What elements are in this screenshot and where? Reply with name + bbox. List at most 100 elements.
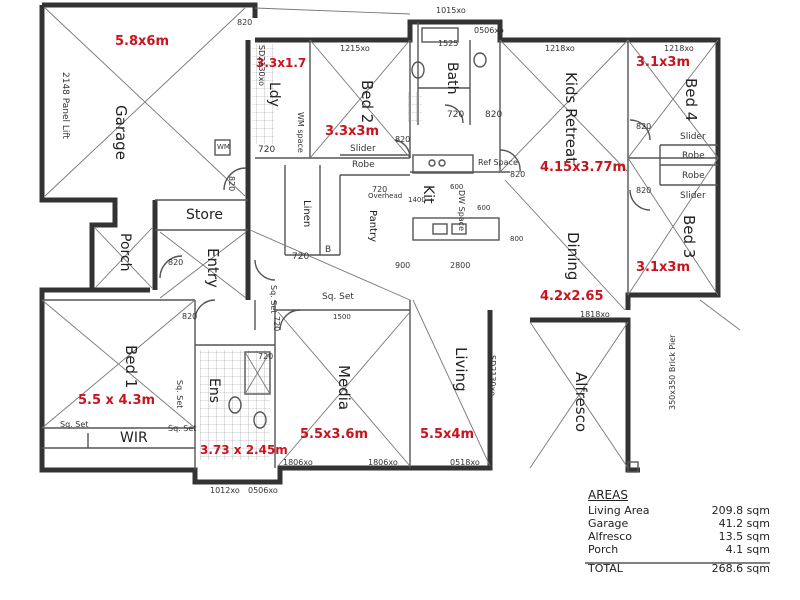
label-w-sd2130: SD2130xo bbox=[488, 355, 497, 396]
label-door-820-bed3: 820 bbox=[636, 186, 652, 195]
room-bath: Bath bbox=[444, 62, 460, 95]
area-label: Garage bbox=[588, 517, 629, 530]
label-w-0506b: 0506xo bbox=[474, 26, 504, 35]
room-bed2: Bed 2 bbox=[358, 80, 376, 124]
label-door-820-kids: 820 bbox=[485, 110, 503, 120]
sink-2 bbox=[451, 223, 467, 235]
label-door-820-garage-2: 820 bbox=[227, 176, 236, 192]
label-w-sd2130b: SD2130xo bbox=[257, 45, 266, 86]
fixtures bbox=[87, 27, 639, 473]
label-robe-bed4: Robe bbox=[682, 151, 705, 161]
room-ens: Ens bbox=[206, 378, 222, 404]
label-ref-space: Ref Space bbox=[478, 158, 518, 167]
label-wm: WM bbox=[217, 143, 230, 151]
label-dw-space: DW Space bbox=[457, 190, 466, 231]
room-bed3: Bed 3 bbox=[680, 215, 698, 259]
label-door-820-garage: 820 bbox=[237, 18, 253, 27]
label-w-1806b: 1806xo bbox=[368, 458, 398, 467]
area-value: 209.8 sqm bbox=[711, 504, 770, 517]
room-store: Store bbox=[186, 207, 224, 223]
label-sq-set-wir: Sq. Set bbox=[60, 420, 89, 429]
label-wm-space: WM space bbox=[296, 112, 305, 153]
dim-garage: 5.8x6m bbox=[115, 34, 170, 49]
room-bed4: Bed 4 bbox=[682, 78, 700, 122]
label-w-1218b: 1218xo bbox=[664, 44, 694, 53]
label-w-1015: 1015xo bbox=[436, 6, 466, 15]
label-w-1806: 1806xo bbox=[283, 458, 313, 467]
areas-row: Alfresco 13.5 sqm bbox=[588, 530, 770, 543]
outer-walls bbox=[39, 2, 721, 485]
label-dim-900: 900 bbox=[395, 261, 411, 270]
label-w-0518: 0518xo bbox=[450, 458, 480, 467]
label-door-820-bed1: 820 bbox=[182, 312, 198, 321]
label-door-720-linen: 720 bbox=[292, 252, 310, 262]
room-garage: Garage bbox=[112, 105, 130, 160]
room-living: Living bbox=[452, 347, 470, 392]
label-dim-600b: 600 bbox=[477, 204, 491, 212]
areas-total-row: TOTAL 268.6 sqm bbox=[588, 562, 770, 575]
sink-1 bbox=[432, 223, 448, 235]
area-label: Alfresco bbox=[588, 530, 633, 543]
label-dim-1500: 1500 bbox=[333, 313, 351, 321]
toilet bbox=[473, 52, 487, 68]
label-door-720-media: 720 bbox=[272, 316, 281, 332]
dim-kids-retreat: 4.15x3.77m bbox=[540, 160, 627, 175]
areas-row: Porch 4.1 sqm bbox=[588, 543, 770, 556]
label-sq-set-store: Sq. Set bbox=[269, 285, 278, 314]
cooktop-1 bbox=[428, 159, 436, 167]
area-label: Porch bbox=[588, 543, 619, 556]
label-w-1215: 1215xo bbox=[340, 44, 370, 53]
ens-toilet bbox=[253, 411, 267, 429]
dim-ens: 3.73 x 2.45m bbox=[200, 443, 288, 457]
label-panel-lift: 2148 Panel Lift bbox=[60, 72, 70, 139]
label-dim-2800: 2800 bbox=[450, 261, 471, 270]
label-door-720-ldy: 720 bbox=[258, 145, 276, 155]
area-value: 41.2 sqm bbox=[718, 517, 770, 530]
room-bed1: Bed 1 bbox=[122, 345, 140, 389]
label-w-1218: 1218xo bbox=[545, 44, 575, 53]
label-door-720-bath: 720 bbox=[447, 110, 465, 120]
label-slider-bed4: Slider bbox=[680, 132, 706, 142]
dim-bed3: 3.1x3m bbox=[636, 260, 691, 275]
room-entry: Entry bbox=[204, 248, 222, 288]
label-door-820-bed4: 820 bbox=[636, 122, 652, 131]
room-alfresco: Alfresco bbox=[572, 372, 590, 433]
label-door-720-ens: 720 bbox=[258, 352, 274, 361]
label-slider-bed2: Slider bbox=[350, 144, 376, 154]
dim-bed1: 5.5 x 4.3m bbox=[78, 393, 156, 408]
label-w-1012: 1012xo bbox=[210, 486, 240, 495]
room-porch: Porch bbox=[117, 233, 133, 272]
areas-summary: AREAS Living Area 209.8 sqm Garage 41.2 … bbox=[588, 488, 770, 575]
areas-heading: AREAS bbox=[588, 488, 628, 502]
label-b: B bbox=[325, 245, 332, 255]
area-total-label: TOTAL bbox=[588, 562, 623, 575]
room-laundry: Ldy bbox=[266, 82, 282, 107]
label-slider-bed3: Slider bbox=[680, 191, 706, 201]
label-robe-bed2: Robe bbox=[352, 160, 375, 170]
door-swings bbox=[159, 104, 651, 331]
label-w-1818: 1818xo bbox=[580, 310, 610, 319]
label-robe-bed3: Robe bbox=[682, 171, 705, 181]
ens-basin bbox=[228, 396, 242, 414]
label-dim-600: 600 bbox=[450, 183, 464, 191]
label-door-820-dining: 820 bbox=[510, 170, 526, 179]
dim-bed4: 3.1x3m bbox=[636, 55, 691, 70]
label-door-720-pantry: 720 bbox=[372, 185, 388, 194]
label-brick-pier: 350x350 Brick Pier bbox=[668, 334, 677, 410]
interior-walls bbox=[42, 22, 718, 470]
label-sq-set-entry: Sq. Set bbox=[322, 292, 354, 302]
label-door-820-porch: 820 bbox=[168, 258, 184, 267]
room-wir: WIR bbox=[120, 430, 148, 446]
dim-media: 5.5x3.6m bbox=[300, 427, 368, 442]
dim-living: 5.5x4m bbox=[420, 427, 475, 442]
tiled-areas bbox=[200, 44, 422, 460]
room-media: Media bbox=[335, 365, 353, 411]
dim-dining: 4.2x2.65 bbox=[540, 289, 604, 304]
label-dim-800: 800 bbox=[510, 235, 524, 243]
roof-lines bbox=[41, 7, 741, 469]
basin bbox=[411, 61, 425, 79]
label-overhead: Overhead bbox=[368, 192, 403, 200]
dim-bed2: 3.3x3m bbox=[325, 124, 380, 139]
